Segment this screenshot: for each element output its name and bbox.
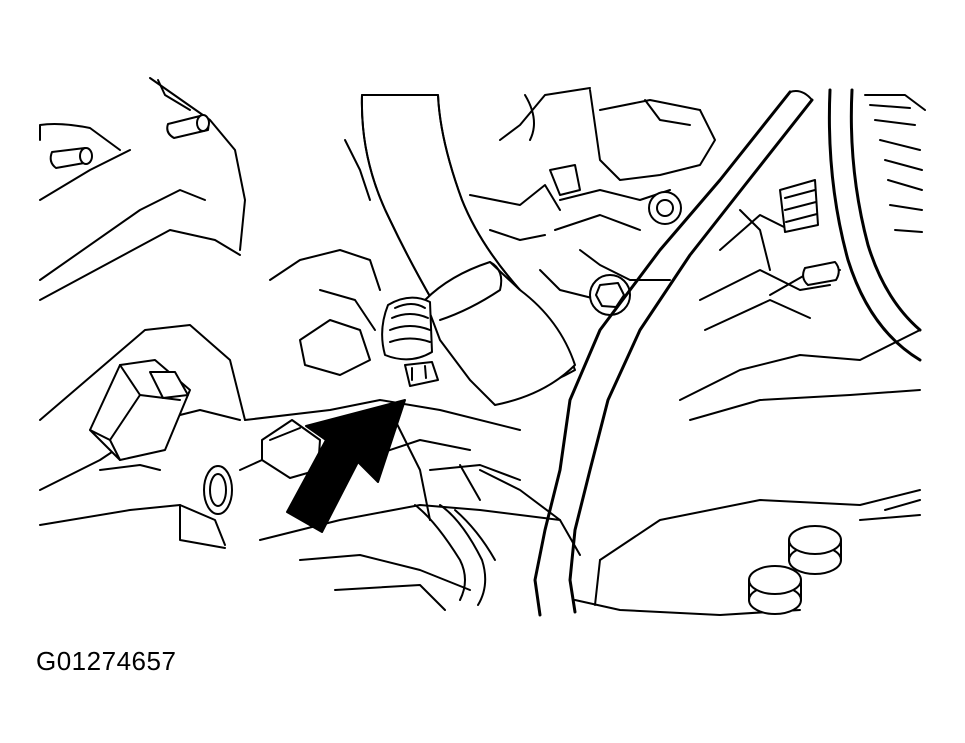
right-assembly bbox=[679, 179, 921, 421]
peg-right-2 bbox=[748, 565, 802, 615]
sensor-plug bbox=[239, 419, 321, 479]
coolant-hose bbox=[360, 94, 576, 406]
right-tubes bbox=[827, 88, 926, 362]
diagonal-pipe bbox=[533, 90, 814, 617]
left-bracket bbox=[39, 77, 246, 549]
peg-left-2 bbox=[166, 114, 210, 139]
peg-right-1 bbox=[788, 525, 842, 575]
bolt-center bbox=[589, 274, 631, 316]
figure-code: G01274657 bbox=[36, 646, 177, 676]
bolt-upper bbox=[648, 191, 682, 225]
upper-housing bbox=[269, 87, 716, 376]
lower-right-plate bbox=[574, 489, 921, 616]
lower-housing bbox=[244, 399, 581, 611]
arrow-icon bbox=[286, 399, 406, 533]
peg-left-1 bbox=[49, 147, 93, 169]
connector-block bbox=[89, 359, 233, 515]
hose-clamp bbox=[381, 296, 439, 387]
